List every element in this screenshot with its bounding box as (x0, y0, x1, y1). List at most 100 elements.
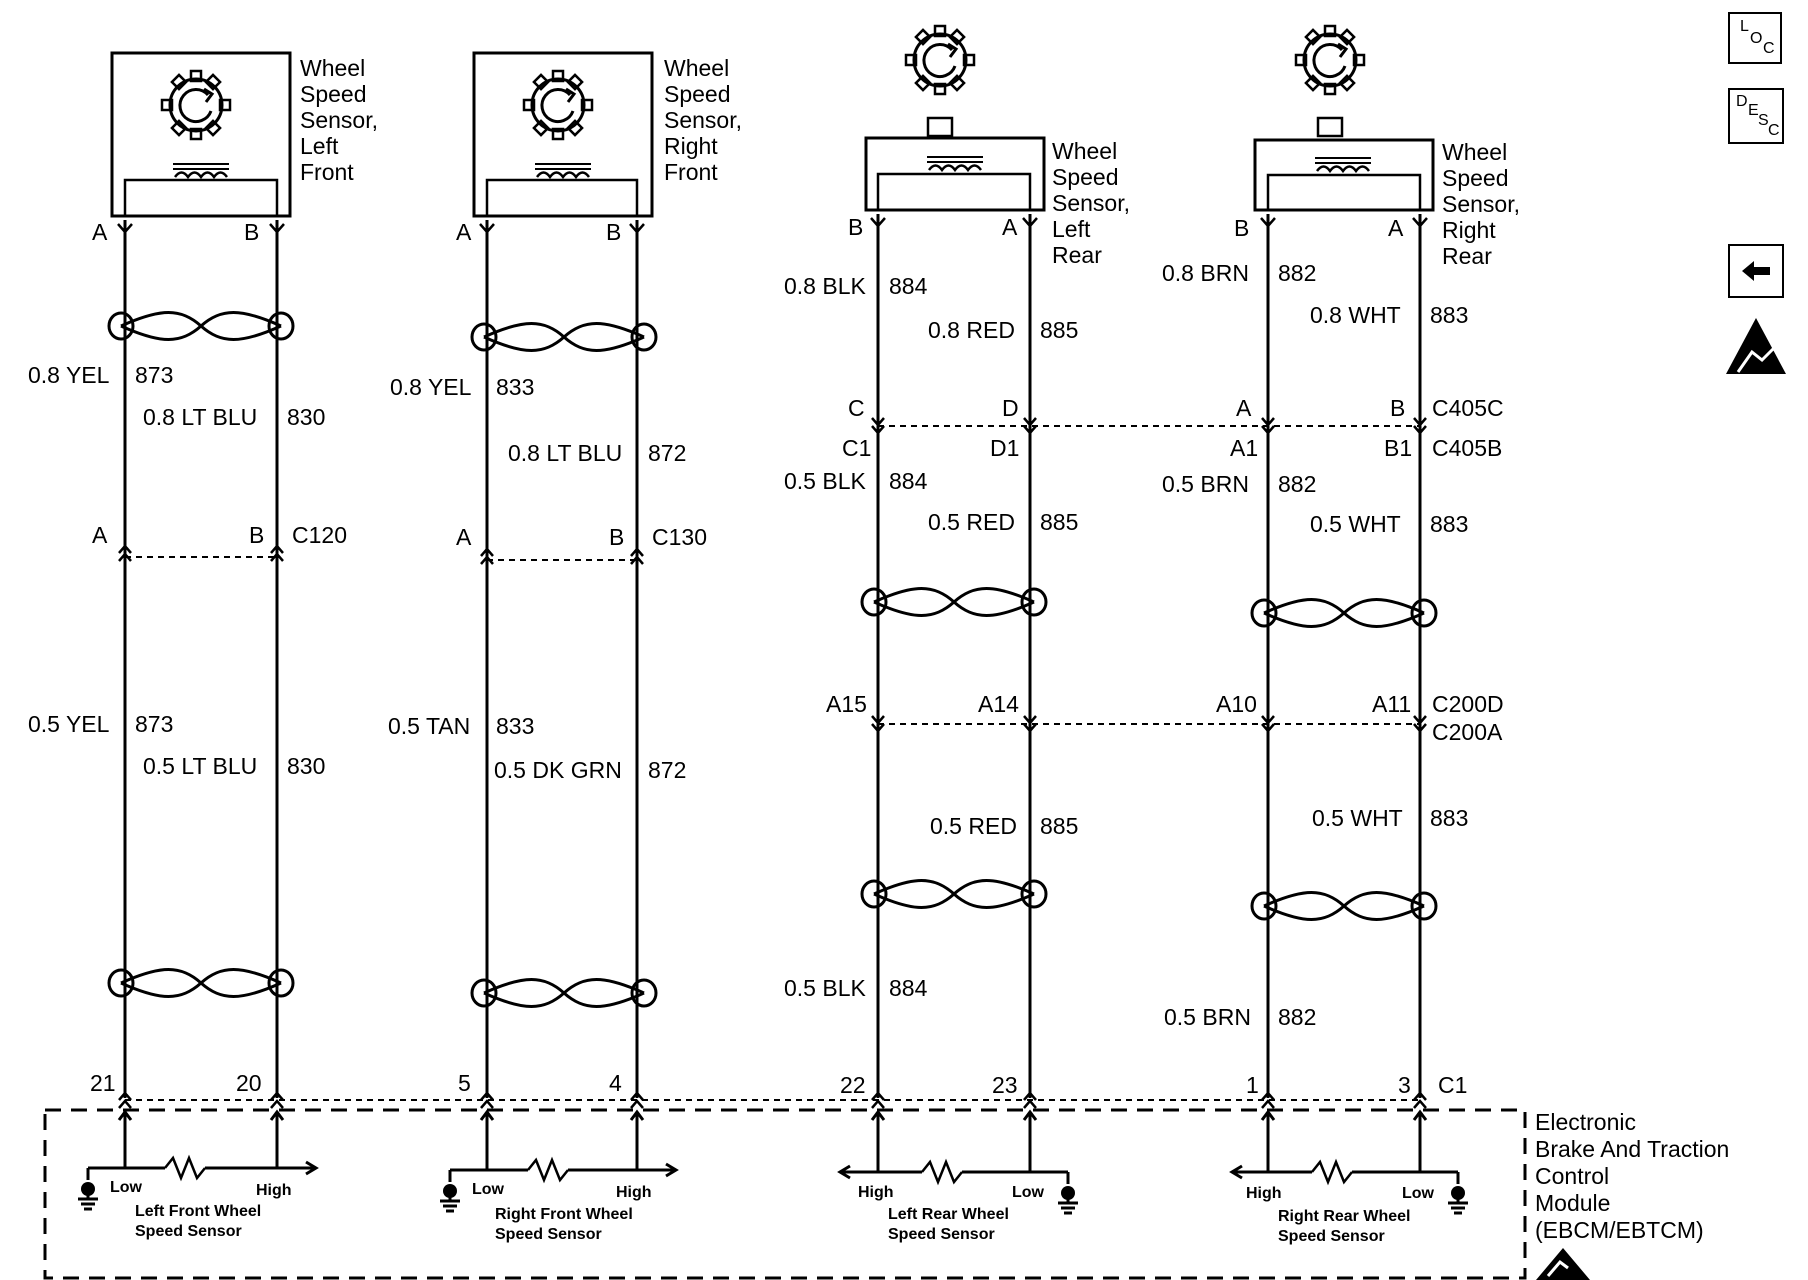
rf-module-label-1: Right Front Wheel (495, 1206, 633, 1223)
lr-module-label-1: Left Rear Wheel (888, 1206, 1009, 1223)
wire-rf-top-2-circuit: 872 (648, 440, 686, 466)
wire-lr-mid-2-color: 0.5 RED (928, 509, 1015, 535)
c1-pin-3: 3 (1398, 1072, 1411, 1098)
c120-name: C120 (292, 522, 347, 548)
wire-lr-low-1-color: 0.5 BLK (784, 975, 866, 1001)
module-name-2: Brake And Traction (1535, 1136, 1729, 1162)
wire-lf-top-2-color: 0.8 LT BLU (143, 404, 257, 430)
wire-rf-top-2-color: 0.8 LT BLU (508, 440, 622, 466)
module-internal-lines (86, 1109, 1460, 1184)
wire-rf-bot-2-color: 0.5 DK GRN (494, 757, 622, 783)
wire-lr-mid-2-circuit: 885 (1040, 509, 1078, 535)
lf-module-label-2: Speed Sensor (135, 1223, 242, 1240)
sensor-rr: Wheel Speed Sensor, Right Rear B A (1234, 24, 1520, 269)
desc-letter-e: E (1748, 102, 1759, 119)
sensor-rr-pin-a: A (1388, 215, 1404, 241)
wire-rf-bot-1-circuit: 833 (496, 713, 534, 739)
sensor-lf-title-1: Wheel (300, 55, 365, 81)
c1-name: C1 (1438, 1072, 1467, 1098)
wire-rr-top-2-color: 0.8 WHT (1310, 302, 1401, 328)
c130-pin-b: B (609, 524, 624, 550)
wire-rf-top-1-color: 0.8 YEL (390, 374, 472, 400)
wire-rr-mid-1-circuit: 882 (1278, 471, 1316, 497)
lf-low-label: Low (110, 1179, 143, 1196)
wire-lr-top-1-color: 0.8 BLK (784, 273, 866, 299)
sensor-lr-title-3: Sensor, (1052, 190, 1130, 216)
sensor-lr-title-2: Speed (1052, 164, 1119, 190)
sensor-rr-title-3: Sensor, (1442, 191, 1520, 217)
c1-pin-4: 4 (609, 1070, 622, 1096)
wire-rr-mid-2-circuit: 883 (1430, 511, 1468, 537)
wire-rr-top-2-circuit: 883 (1430, 302, 1468, 328)
esd-warning-icon-bottom (1536, 1248, 1590, 1280)
sensor-terminals (117, 217, 1428, 234)
connector-c130: A B C130 (456, 524, 707, 565)
sensor-rf-pin-a: A (456, 219, 472, 245)
sensor-lf-title-3: Sensor, (300, 107, 378, 133)
wire-lr-top-2-circuit: 885 (1040, 317, 1078, 343)
wire-rf-bot-2-circuit: 872 (648, 757, 686, 783)
sensor-rr-pin-b: B (1234, 215, 1249, 241)
sensor-rr-title-1: Wheel (1442, 139, 1507, 165)
rf-module-label-2: Speed Sensor (495, 1226, 602, 1243)
desc-letter-s: S (1758, 112, 1769, 129)
c405c-pin-d: D (1002, 395, 1019, 421)
c1-pin-21: 21 (90, 1070, 116, 1096)
sensor-lf: Wheel Speed Sensor, Left Front A B (92, 51, 378, 245)
sensor-lf-title-5: Front (300, 159, 354, 185)
lf-high-label: High (256, 1182, 292, 1199)
c200d-name: C200D (1432, 691, 1504, 717)
sensor-lr-title-1: Wheel (1052, 138, 1117, 164)
back-button[interactable] (1728, 244, 1784, 298)
module-name-4: Module (1535, 1190, 1610, 1216)
module-name-3: Control (1535, 1163, 1609, 1189)
sensor-rf-title-5: Front (664, 159, 718, 185)
c130-name: C130 (652, 524, 707, 550)
wire-rr-low-1-circuit: 882 (1278, 1004, 1316, 1030)
c130-pin-a: A (456, 524, 472, 550)
loc-letter-c: C (1763, 40, 1775, 57)
wire-lf-bot-1-color: 0.5 YEL (28, 711, 110, 737)
wire-lf-bot-1-circuit: 873 (135, 711, 173, 737)
c1-pin-23: 23 (992, 1072, 1018, 1098)
sensor-lf-title-4: Left (300, 133, 339, 159)
wire-lr-mid-1-circuit: 884 (889, 468, 928, 494)
c1-pin-20: 20 (236, 1070, 262, 1096)
wire-lr-top-1-circuit: 884 (889, 273, 928, 299)
description-button[interactable]: D E S C (1728, 88, 1784, 144)
location-button[interactable]: L O C (1728, 12, 1782, 64)
connector-c1: 21 20 5 4 22 23 1 3 C1 (90, 1070, 1467, 1109)
sensor-lr-title-4: Left (1052, 216, 1091, 242)
sensor-rf-pin-b: B (606, 219, 621, 245)
wire-rr-top-1-circuit: 882 (1278, 260, 1316, 286)
ebcm-module: Electronic Brake And Traction Control Mo… (43, 1108, 1729, 1280)
module-name-1: Electronic (1535, 1109, 1636, 1135)
wire-rr-low-2-circuit: 883 (1430, 805, 1468, 831)
wires (123, 214, 1422, 1098)
c120-pin-b: B (249, 522, 264, 548)
wire-rr-mid-1-color: 0.5 BRN (1162, 471, 1249, 497)
sensor-rf-title-4: Right (664, 133, 718, 159)
wire-lf-bot-2-circuit: 830 (287, 753, 325, 779)
c405c-name: C405C (1432, 395, 1504, 421)
c405b-name: C405B (1432, 435, 1502, 461)
module-name-5: (EBCM/EBTCM) (1535, 1217, 1704, 1243)
wire-lf-top-1-circuit: 873 (135, 362, 173, 388)
lr-high-label: High (858, 1184, 894, 1201)
sensor-rf-title-3: Sensor, (664, 107, 742, 133)
wire-rr-mid-2-color: 0.5 WHT (1310, 511, 1401, 537)
c200d-pin-a14: A14 (978, 691, 1019, 717)
c405b-pin-d1: D1 (990, 435, 1019, 461)
loc-letter-l: L (1740, 18, 1749, 35)
c405c-pin-b: B (1390, 395, 1405, 421)
back-arrow-icon (1742, 261, 1770, 281)
sensor-lf-title-2: Speed (300, 81, 367, 107)
wire-lf-bot-2-color: 0.5 LT BLU (143, 753, 257, 779)
c200d-pin-a11: A11 (1372, 691, 1411, 717)
wire-lr-top-2-color: 0.8 RED (928, 317, 1015, 343)
wire-lf-top-1-color: 0.8 YEL (28, 362, 110, 388)
sensor-rr-title-5: Rear (1442, 243, 1492, 269)
lr-low-label: Low (1012, 1184, 1045, 1201)
lf-module-label-1: Left Front Wheel (135, 1203, 261, 1220)
